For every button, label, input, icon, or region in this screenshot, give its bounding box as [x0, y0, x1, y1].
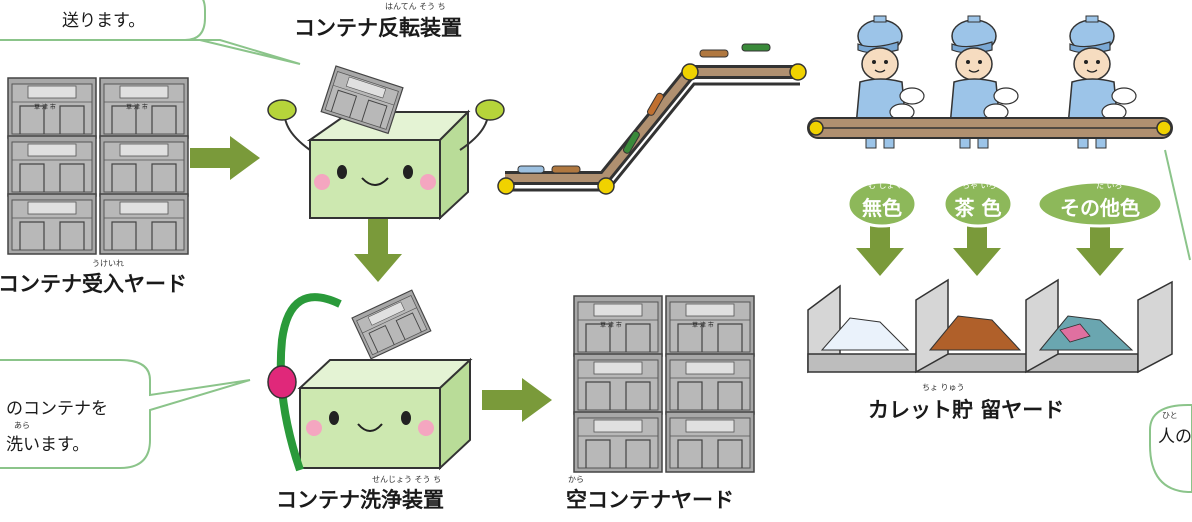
oval-brown: [942, 180, 1014, 228]
arrow-wash-to-empty: [482, 378, 552, 422]
bubble-mid-left-line2: 洗います。: [6, 435, 90, 455]
empty-yard-title: 空コンテナヤード: [566, 488, 734, 512]
flip-device-title: コンテナ反転装置: [294, 16, 462, 40]
bubble-top-left: [0, 0, 301, 65]
cullet-bins: [807, 278, 1173, 374]
crate-label: 草 津 市: [692, 322, 714, 329]
color-colorless-ruby: む しょく: [868, 181, 903, 190]
arrow-flip-to-wash: [354, 218, 402, 282]
arrow-receive-to-flip: [190, 136, 260, 180]
flip-device: [267, 65, 505, 221]
cullet-yard-title: カレット貯 留ヤード: [868, 398, 1065, 422]
wash-device-title: コンテナ洗浄装置: [276, 488, 444, 512]
bubble-mid-left-ruby: あら: [14, 421, 30, 430]
color-brown-label: 茶 色: [954, 196, 1002, 220]
bubble-right-text: 人の: [1158, 427, 1192, 447]
cullet-yard-ruby: ちょ りゅう: [922, 383, 965, 392]
color-brown-ruby: ちゃ いろ: [962, 181, 997, 190]
receive-yard-title: コンテナ受入ヤード: [0, 272, 187, 296]
bubble-mid-left-line1: のコンテナを: [6, 399, 108, 419]
incline-conveyor: [497, 43, 807, 195]
bubble-right-ruby: ひと: [1162, 411, 1178, 420]
crate-label: 草 津 市: [34, 104, 56, 111]
color-other-ruby: た いろ: [1096, 181, 1123, 190]
bubble-right-tail: [1164, 149, 1191, 261]
bubble-mid-left: [0, 359, 251, 469]
empty-yard-ruby: から: [568, 475, 584, 484]
wash-device: [267, 289, 473, 472]
receive-yard-ruby: うけいれ: [92, 259, 124, 268]
color-colorless-label: 無色: [862, 196, 902, 220]
color-other-label: その他色: [1060, 196, 1140, 220]
crate-label: 草 津 市: [126, 104, 148, 111]
bubble-top-left-text: 送ります。: [62, 11, 146, 31]
flip-device-ruby: はんてん そう ち: [385, 2, 446, 11]
bubble-right: [1149, 404, 1192, 493]
oval-other: [1036, 180, 1164, 228]
sorting-line: [807, 15, 1173, 149]
wash-device-ruby: せんじょう そう ち: [372, 475, 442, 484]
oval-colorless: [846, 180, 918, 228]
crate-label: 草 津 市: [600, 322, 622, 329]
